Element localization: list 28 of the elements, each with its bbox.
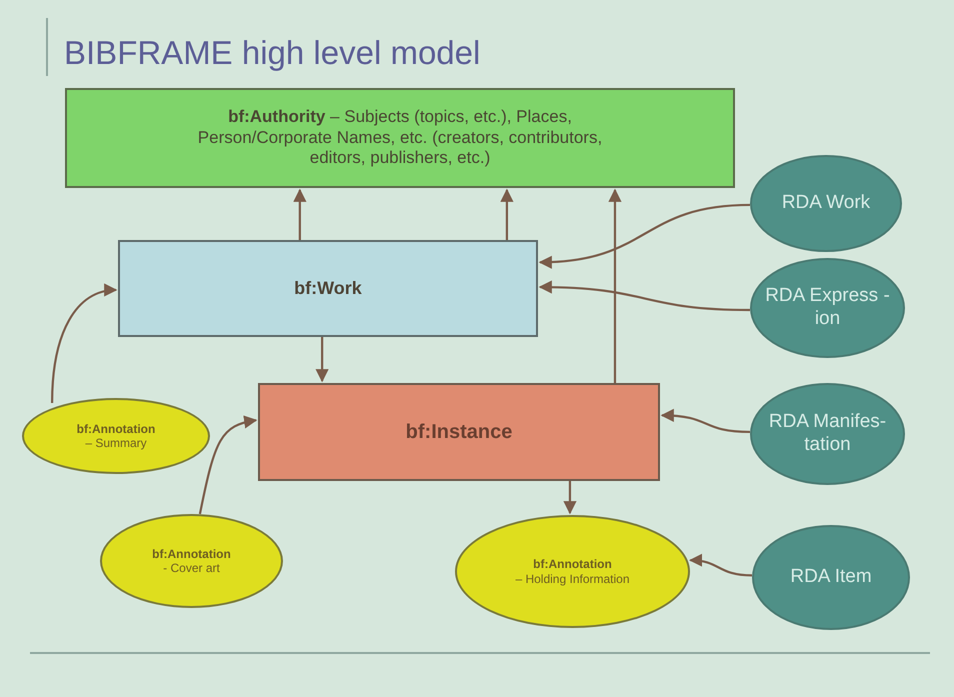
diagram-title: BIBFRAME high level model <box>64 34 480 72</box>
node-text: - Cover art <box>163 561 220 576</box>
arrow <box>198 416 258 514</box>
work-box <box>118 240 538 337</box>
arrow <box>660 409 750 434</box>
arrow <box>538 280 750 312</box>
node-heading: bf:Annotation <box>76 422 156 436</box>
node-text: bf:Instance <box>406 420 512 444</box>
arrow <box>538 204 750 268</box>
node-text: – Holding Information <box>515 572 630 586</box>
arrow <box>293 188 306 240</box>
node-text: RDA Work <box>782 192 870 215</box>
node-heading: bf:Annotation <box>152 546 231 561</box>
instance-box <box>258 383 660 481</box>
arrow <box>689 554 752 576</box>
authority-box <box>65 88 735 188</box>
arrow <box>608 188 622 383</box>
node-text: bf:Work <box>294 278 362 300</box>
node-text: – Summary <box>85 436 147 450</box>
node-text: RDA Manifes- tation <box>768 411 888 457</box>
node-text: bf:Authority – Subjects (topics, etc.), Places, Person/Corporate Names, etc. (creators, contributors, editors, publishers, etc.) <box>196 107 604 169</box>
arrow <box>563 481 577 514</box>
node-text: RDA Item <box>790 566 872 589</box>
node-heading: bf:Annotation <box>533 557 612 572</box>
arrow <box>316 337 329 382</box>
arrow <box>50 284 118 404</box>
arrow <box>500 188 514 240</box>
node-text: RDA Express -ion <box>764 285 891 331</box>
